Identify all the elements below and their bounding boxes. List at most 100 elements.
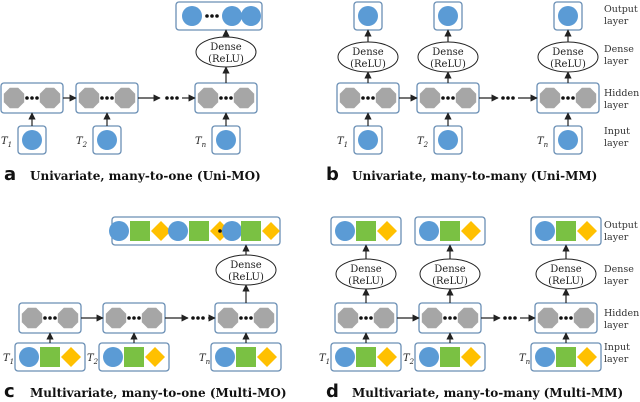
gray-octagon-icon	[105, 307, 127, 329]
ellipsis-dot-icon	[244, 316, 248, 320]
ellipsis-dot-icon	[364, 316, 368, 320]
panel-a-caption: a Univariate, many-to-one (Uni-MO)	[4, 164, 261, 185]
dense-layer-label-top-2: layer	[604, 56, 629, 67]
dense-label: Dense	[210, 42, 242, 53]
time-step-label: Tn	[195, 136, 207, 149]
green-square-icon	[556, 347, 576, 367]
ellipsis-dot-icon	[571, 96, 575, 100]
time-step-base: T	[403, 353, 411, 364]
blue-circle-icon	[335, 347, 355, 367]
hidden-layer-label-bottom-2: layer	[604, 320, 629, 331]
blue-circle-icon	[222, 221, 242, 241]
blue-circle-icon	[103, 347, 123, 367]
ellipsis-dot-icon	[448, 316, 452, 320]
time-step-subscript: 2	[423, 141, 429, 149]
blue-circle-icon	[109, 221, 129, 241]
yellow-diamond-icon	[461, 347, 481, 367]
yellow-diamond-icon	[577, 221, 597, 241]
gray-octagon-icon	[233, 87, 255, 109]
time-step-base: T	[537, 136, 545, 147]
green-square-icon	[356, 347, 376, 367]
input-layer-label-bottom-2: layer	[604, 354, 629, 365]
yellow-diamond-icon	[577, 347, 597, 367]
gray-octagon-icon	[375, 87, 397, 109]
green-square-icon	[124, 347, 144, 367]
ellipsis-dot-icon	[229, 96, 233, 100]
time-step-label: T2	[403, 353, 415, 366]
time-step-subscript: 2	[82, 141, 88, 149]
ellipsis-dot-icon	[35, 96, 39, 100]
dense-layer-label-bottom-1: Dense	[604, 264, 634, 275]
time-step-subscript: n	[202, 141, 207, 149]
ellipsis-dot-icon	[165, 96, 169, 100]
ellipsis-dot-icon	[569, 316, 573, 320]
time-step-label: T2	[417, 136, 429, 149]
ellipsis-dot-icon	[511, 96, 515, 100]
time-step-subscript: n	[544, 141, 549, 149]
ellipsis-dot-icon	[513, 316, 517, 320]
blue-circle-icon	[535, 221, 555, 241]
blue-circle-icon	[438, 6, 458, 26]
time-step-base: T	[199, 353, 207, 364]
blue-circle-icon	[215, 347, 235, 367]
input-layer-label-bottom-1: Input	[604, 342, 630, 353]
panel-a-letter: a	[4, 164, 16, 185]
blue-circle-icon	[22, 130, 42, 150]
time-step-label: T1	[337, 136, 348, 149]
ellipsis-dot-icon	[30, 96, 34, 100]
green-square-icon	[241, 221, 261, 241]
ellipsis-dot-icon	[218, 229, 222, 233]
time-step-subscript: 1	[10, 358, 14, 366]
ellipsis-dot-icon	[137, 316, 141, 320]
ellipsis-dot-icon	[369, 316, 373, 320]
ellipsis-dot-icon	[443, 316, 447, 320]
ellipsis-dot-icon	[503, 316, 507, 320]
time-step-base: T	[337, 136, 345, 147]
gray-octagon-icon	[78, 87, 100, 109]
panel-d-letter: d	[326, 381, 339, 402]
ellipsis-dot-icon	[561, 96, 565, 100]
blue-circle-icon	[19, 347, 39, 367]
panel-b-caption: b Univariate, many-to-many (Uni-MM)	[326, 164, 597, 185]
ellipsis-dot-icon	[210, 14, 214, 18]
ellipsis-dot-icon	[205, 14, 209, 18]
yellow-diamond-icon	[151, 221, 171, 241]
ellipsis-dot-icon	[453, 316, 457, 320]
panel-b-title: Univariate, many-to-many (Uni-MM)	[352, 169, 597, 183]
ellipsis-dot-icon	[506, 96, 510, 100]
gray-octagon-icon	[457, 307, 479, 329]
gray-octagon-icon	[419, 87, 441, 109]
blue-circle-icon	[97, 130, 117, 150]
time-step-label: T2	[76, 136, 88, 149]
ellipsis-dot-icon	[451, 96, 455, 100]
ellipsis-dot-icon	[566, 96, 570, 100]
time-step-base: T	[195, 136, 203, 147]
gray-octagon-icon	[337, 307, 359, 329]
time-step-label: T1	[1, 136, 12, 149]
ellipsis-dot-icon	[441, 96, 445, 100]
green-square-icon	[440, 221, 460, 241]
ellipsis-dot-icon	[446, 96, 450, 100]
panel-d-caption: d Multivariate, many-to-many (Multi-MM)	[326, 381, 623, 402]
blue-circle-icon	[216, 130, 236, 150]
ellipsis-dot-icon	[564, 316, 568, 320]
relu-label: (ReLU)	[548, 276, 584, 287]
ellipsis-dot-icon	[239, 316, 243, 320]
time-step-label: T2	[87, 353, 99, 366]
time-step-subscript: 1	[326, 358, 330, 366]
time-step-base: T	[417, 136, 425, 147]
relu-label: (ReLU)	[550, 59, 586, 70]
time-step-base: T	[76, 136, 84, 147]
ellipsis-dot-icon	[559, 316, 563, 320]
ellipsis-dot-icon	[110, 96, 114, 100]
ellipsis-dot-icon	[196, 316, 200, 320]
time-step-base: T	[1, 136, 9, 147]
green-square-icon	[130, 221, 150, 241]
yellow-diamond-icon	[61, 347, 81, 367]
time-step-label: T1	[319, 353, 330, 366]
ellipsis-dot-icon	[48, 316, 52, 320]
output-layer-label-top-2: layer	[604, 16, 629, 27]
ellipsis-dot-icon	[359, 316, 363, 320]
blue-circle-icon	[419, 221, 439, 241]
